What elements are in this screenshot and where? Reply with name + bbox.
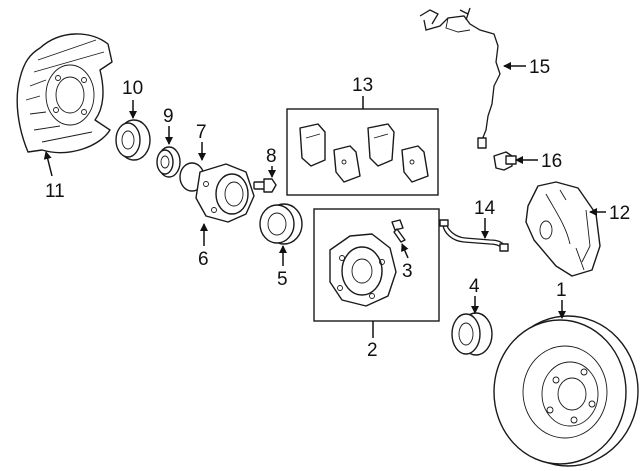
brake-pads-box-part-13 bbox=[286, 108, 439, 196]
callout-4: 4 bbox=[469, 276, 480, 297]
callout-7: 7 bbox=[196, 122, 207, 143]
callout-13: 13 bbox=[352, 75, 373, 96]
seal-part-9 bbox=[156, 146, 181, 178]
leader-lines bbox=[43, 62, 606, 338]
callout-1: 1 bbox=[556, 280, 567, 301]
hub-knuckle-part-6 bbox=[179, 162, 255, 223]
callout-14: 14 bbox=[474, 198, 496, 219]
callout-11: 11 bbox=[45, 181, 65, 202]
abs-wiring-harness-part-15 bbox=[419, 7, 501, 149]
brake-rotor-part-1 bbox=[493, 315, 639, 467]
dust-shield-part-11 bbox=[16, 33, 113, 154]
hub-assembly-box-part-2 bbox=[313, 208, 440, 322]
callout-10: 10 bbox=[122, 78, 143, 99]
callout-2: 2 bbox=[367, 340, 378, 361]
callout-9: 9 bbox=[163, 106, 174, 127]
callout-6: 6 bbox=[198, 249, 209, 270]
brake-hose-part-14 bbox=[439, 219, 509, 252]
callout-8: 8 bbox=[266, 146, 277, 167]
bolt-part-8 bbox=[253, 178, 277, 193]
callout-16: 16 bbox=[541, 151, 562, 172]
abs-sensor-part-16 bbox=[493, 151, 517, 171]
bearing-part-4 bbox=[451, 312, 493, 356]
bearing-part-10 bbox=[115, 119, 151, 161]
callout-3: 3 bbox=[402, 261, 413, 282]
bearing-part-5 bbox=[259, 203, 303, 245]
wheel-stud-part-3 bbox=[391, 219, 406, 243]
brake-caliper-part-12 bbox=[525, 181, 601, 277]
callout-15: 15 bbox=[529, 57, 550, 78]
callout-5: 5 bbox=[277, 269, 288, 290]
callout-12: 12 bbox=[609, 203, 630, 224]
callout-labels: 11 10 9 7 8 6 5 13 2 3 14 15 16 12 4 1 bbox=[45, 57, 630, 361]
